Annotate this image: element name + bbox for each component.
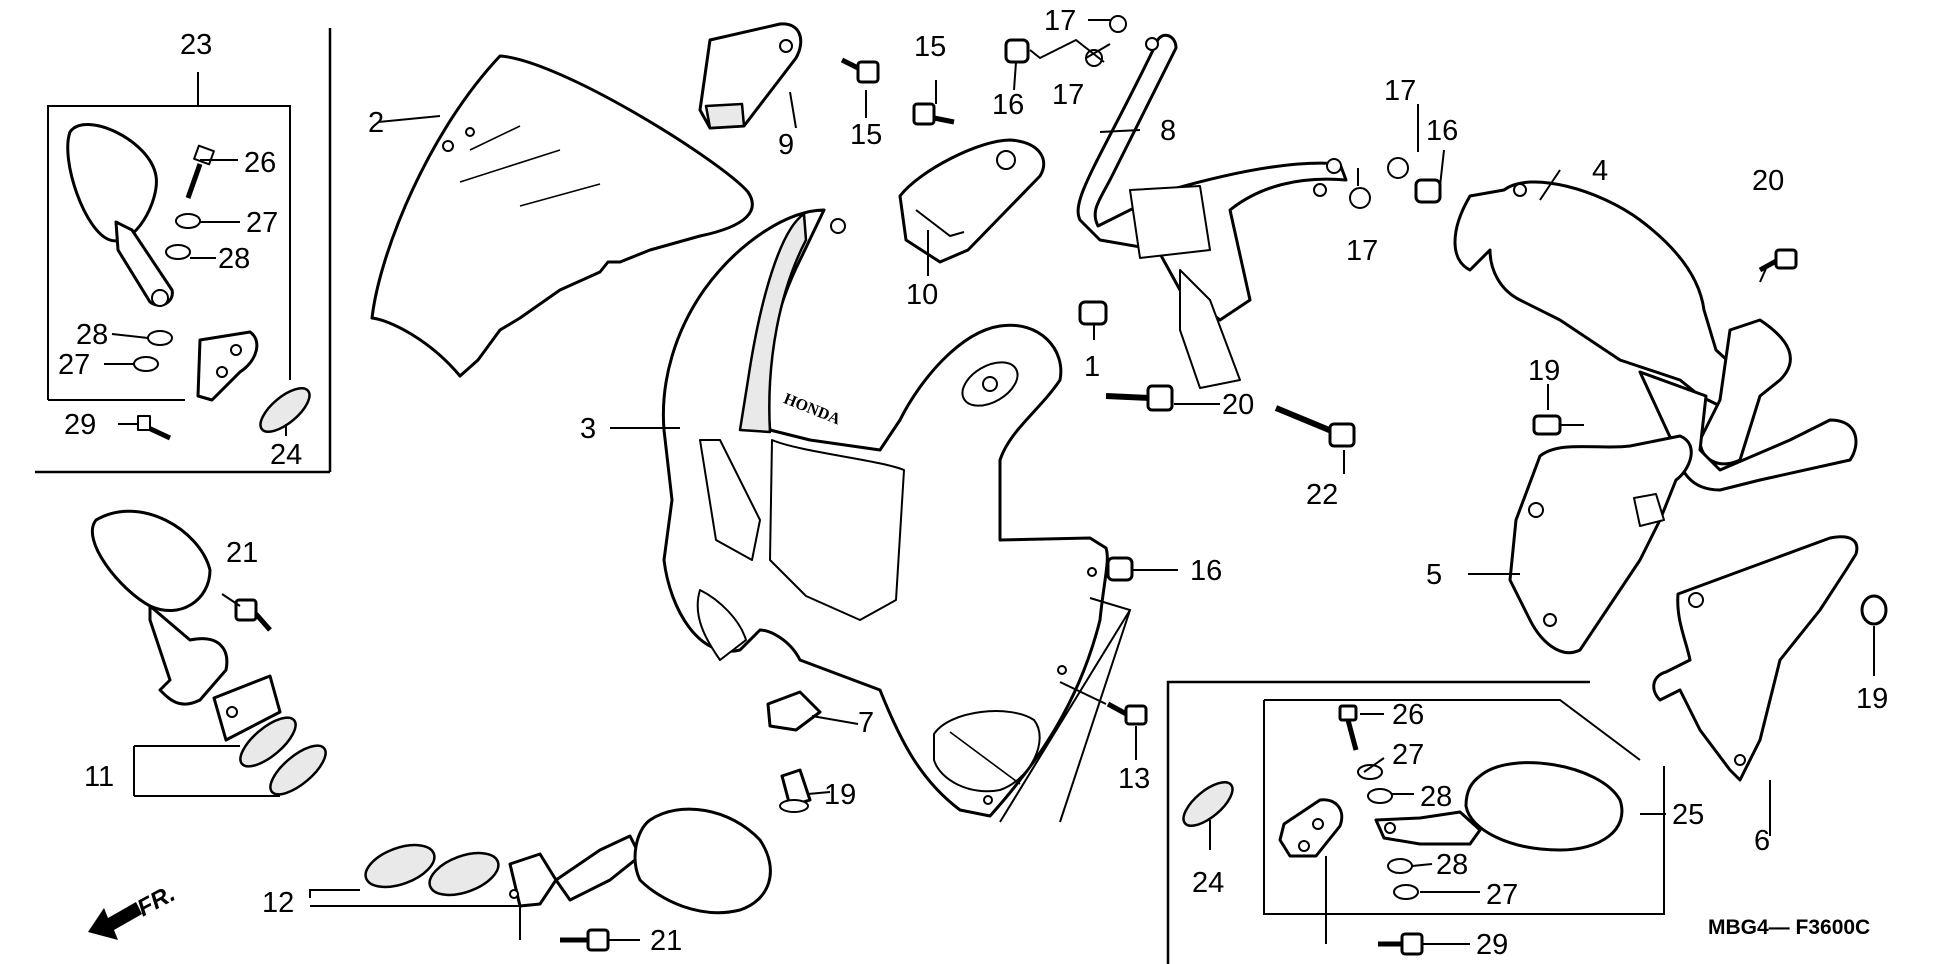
turn-signal-23-lens [66,123,174,307]
label-11: 11 [84,761,114,793]
label-20b: 20 [1752,165,1784,197]
label-19b: 19 [824,779,856,811]
bolt-15-upper [840,57,880,84]
label-13: 13 [1118,763,1150,795]
bolt-20-right [1758,248,1798,273]
nut-1 [1078,300,1108,326]
label-29a: 29 [64,409,96,441]
screw-29-inset [137,415,172,441]
turn-signal-lower [508,807,772,915]
label-27a: 27 [246,207,278,239]
label-16a: 16 [992,89,1024,121]
label-27b: 27 [58,349,90,381]
label-16c: 16 [1190,555,1222,587]
rivet-19-center [779,768,812,813]
fr-label: FR. [133,880,180,922]
label-28b: 28 [76,319,108,351]
label-4: 4 [1592,155,1608,187]
label-25: 25 [1672,799,1704,831]
label-17d: 17 [1346,235,1378,267]
front-cowl-3: HONDA [661,208,1109,818]
label-27c: 27 [1392,739,1424,771]
label-7: 7 [858,707,874,739]
diagram-code: MBG4— F3600C [1708,916,1870,939]
label-21b: 21 [650,925,682,957]
label-2: 2 [368,107,384,139]
inner-cover-4 [1453,180,1858,492]
bolt-22 [1274,405,1356,448]
cowl-stay-8 [1076,33,1348,389]
label-3: 3 [580,413,596,445]
label-15a: 15 [914,31,946,63]
screw-21-lower [519,906,610,952]
gasket-24-inset [259,387,311,433]
bracket-inset-23 [196,330,259,402]
label-16b: 16 [1426,115,1458,147]
label-17c: 17 [1384,75,1416,107]
label-9: 9 [778,129,794,161]
label-21a: 21 [226,537,258,569]
bolt-15-lower [912,102,955,126]
label-19a: 19 [1528,355,1560,387]
label-28d: 28 [1436,849,1468,881]
grommet-16-right [1414,178,1442,204]
bracket-box25 [1278,798,1344,858]
screw-21-upper [234,598,272,632]
rivet-19-right [1532,414,1584,436]
bracket-9 [698,22,803,130]
gaskets-11 [133,716,327,797]
inner-panel-10 [898,138,1046,264]
label-23: 23 [180,29,212,61]
callout-labels: 1 2 3 4 5 6 7 8 9 10 11 12 13 15 15 16 1… [58,5,1888,961]
label-17b: 17 [1052,79,1084,111]
honda-emblem: HONDA [781,390,843,428]
label-8: 8 [1160,115,1176,147]
turn-signal-left-large [90,509,282,742]
label-26b: 26 [1392,699,1424,731]
gasket-24-box25 [1182,781,1234,827]
label-15b: 15 [850,119,882,151]
label-19c: 19 [1856,683,1888,715]
clip-7 [766,690,822,732]
inset-box-25 [1166,680,1666,964]
bolt-13 [1106,701,1148,726]
inner-panel-5 [1508,434,1693,655]
label-17a: 17 [1044,5,1076,37]
label-28c: 28 [1420,781,1452,813]
inset-box-23 [35,28,332,474]
label-27d: 27 [1486,879,1518,911]
label-26a: 26 [244,147,276,179]
screw-26-box25 [1338,704,1359,751]
grommet-16-cowl [1106,556,1134,582]
lower-cover-6 [1652,535,1859,782]
label-1: 1 [1084,351,1100,383]
washers-box25 [1357,764,1419,900]
label-29b: 29 [1476,929,1508,961]
label-20a: 20 [1222,389,1254,421]
rivet-19-far-right [1860,594,1888,626]
grommet-16-upper [1004,38,1030,64]
washers-inset-23 [133,213,201,372]
label-24b: 24 [1192,867,1224,899]
front-direction-arrow: FR. [88,880,180,940]
label-24a: 24 [270,439,302,471]
bolt-20-center [1105,384,1174,412]
label-22: 22 [1306,479,1338,511]
label-10: 10 [906,279,938,311]
washers-17 [1085,15,1409,209]
label-12: 12 [262,887,294,919]
leader-lines [104,19,1875,945]
label-5: 5 [1426,559,1442,591]
screw-26-inset [185,144,215,199]
label-6: 6 [1754,825,1770,857]
windscreen-2 [370,54,754,378]
label-28a: 28 [218,243,250,275]
gaskets-12 [309,843,520,907]
turn-signal-25-lens [1374,761,1624,852]
